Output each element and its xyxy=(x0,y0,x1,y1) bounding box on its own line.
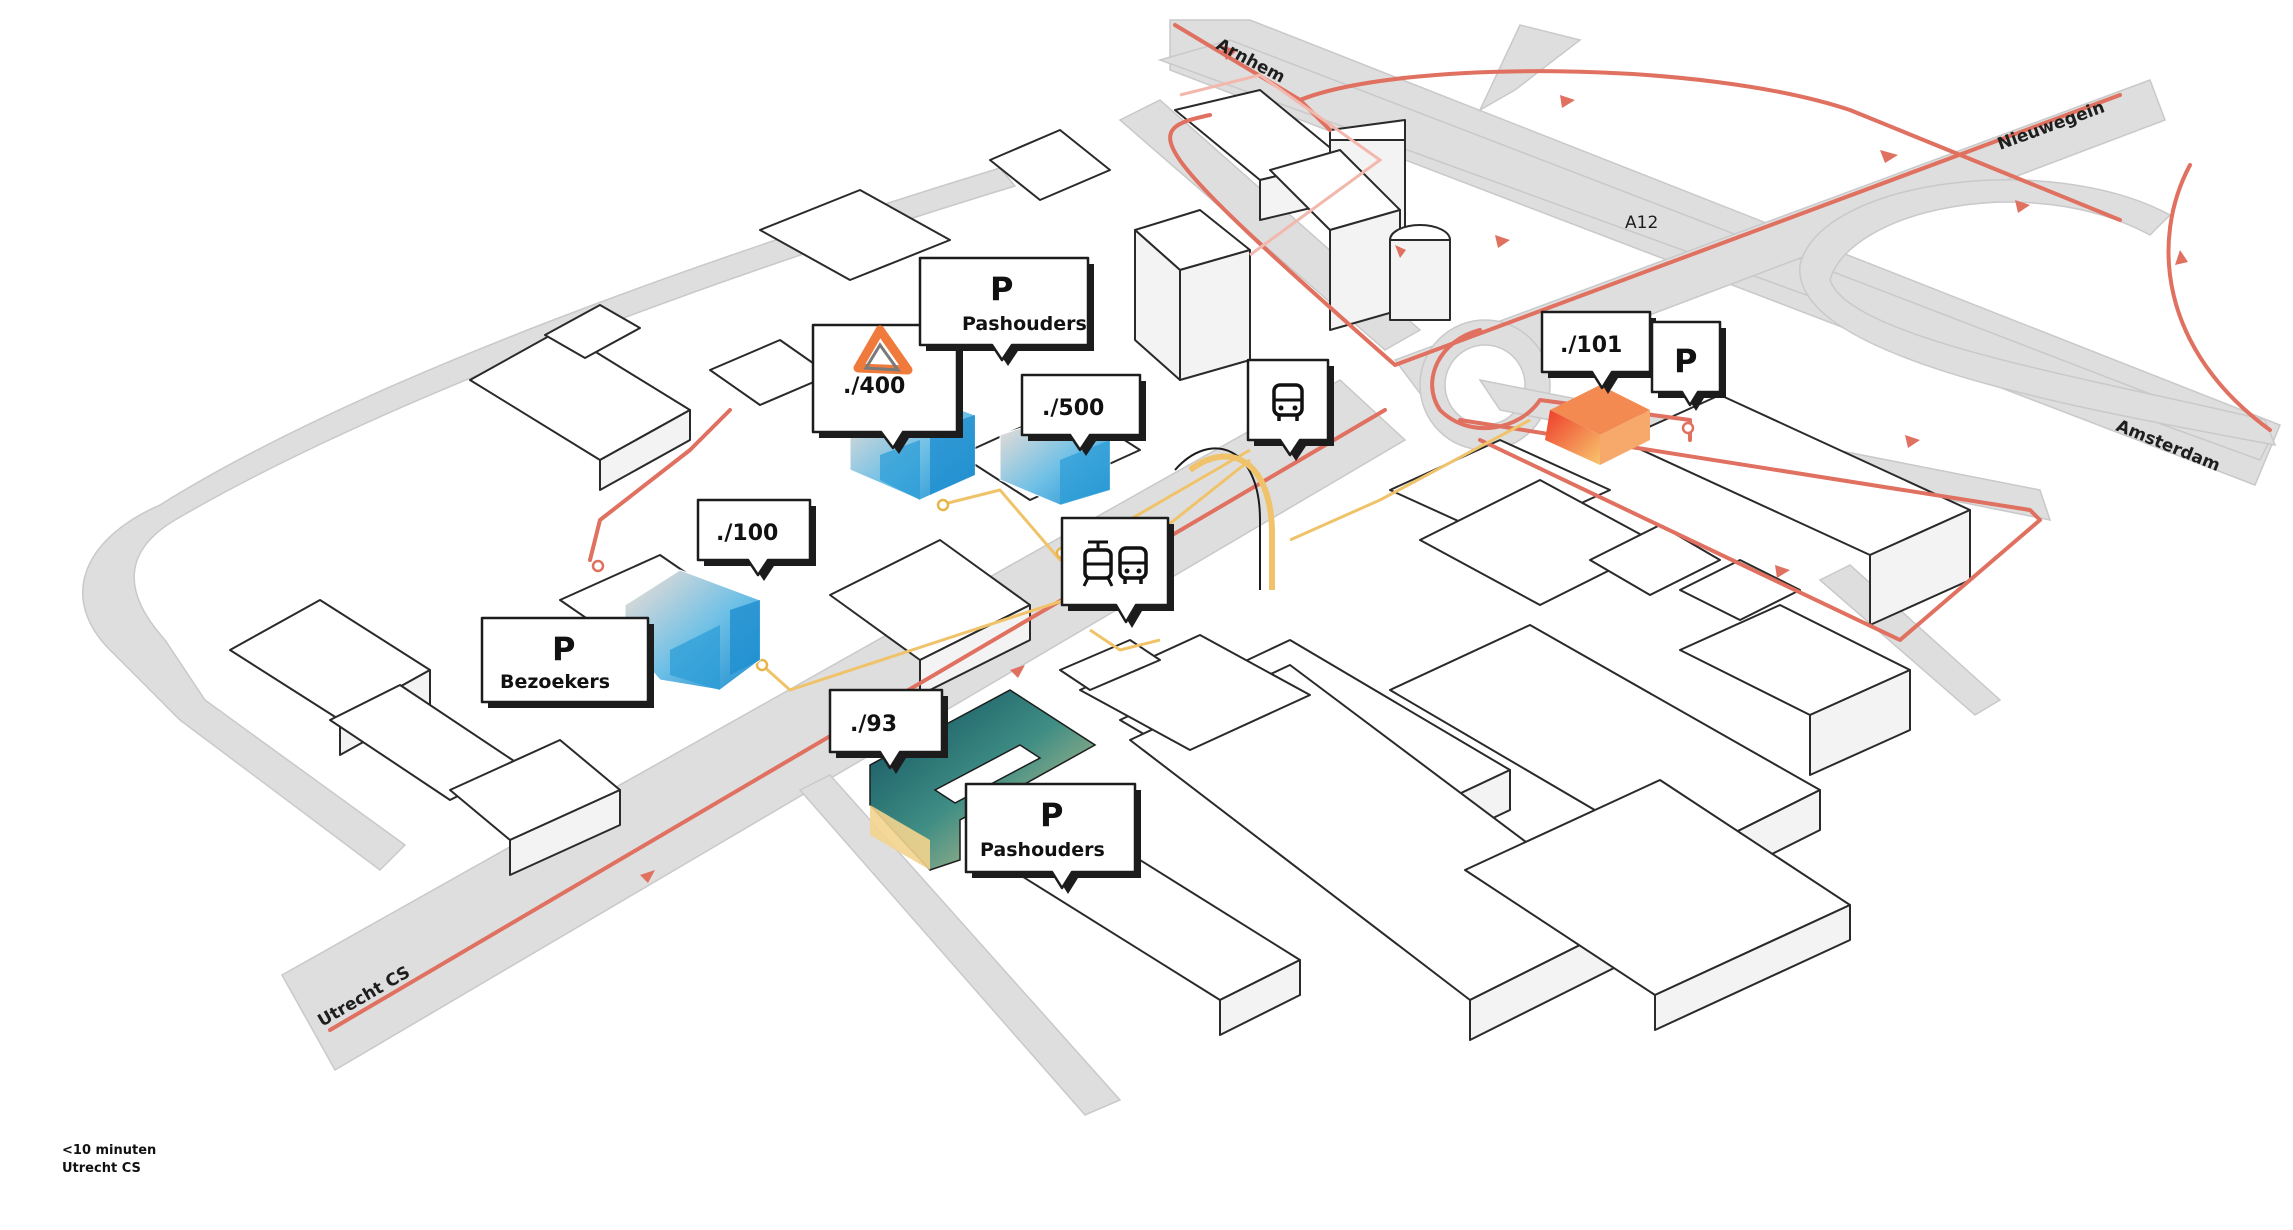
marker-400-label: ./400 xyxy=(843,374,905,399)
parking-p-letter: P xyxy=(552,630,575,668)
walk-93 xyxy=(1089,628,1161,652)
marker-93-label: ./93 xyxy=(850,712,897,737)
side-street-north xyxy=(1478,24,1582,112)
building-101[interactable] xyxy=(1545,385,1650,465)
walk-400 xyxy=(939,448,1251,562)
marker-500-label: ./500 xyxy=(1042,396,1104,421)
marker-tags: ./400 P Pashouders ./500 ./100 P Bezoeke… xyxy=(480,256,1726,894)
marker-101-label: ./101 xyxy=(1560,333,1622,358)
building-100[interactable] xyxy=(624,569,761,691)
walk-101 xyxy=(1289,418,1531,542)
legend-line-2: Utrecht CS xyxy=(62,1161,141,1176)
side-street-south xyxy=(798,774,1122,1116)
marker-bus-stop[interactable] xyxy=(1246,358,1334,461)
parking-p-letter: P xyxy=(990,270,1013,308)
marker-101[interactable]: ./101 xyxy=(1540,310,1656,394)
label-a12: A12 xyxy=(1625,213,1658,233)
marker-pashouders-top[interactable]: P Pashouders xyxy=(918,256,1094,366)
bus-icon xyxy=(1118,546,1148,584)
marker-100-label: ./100 xyxy=(716,521,778,546)
side-street-east xyxy=(1818,564,2002,716)
route-parking-visitors xyxy=(588,408,732,562)
marker-bezoekers[interactable]: P Bezoekers xyxy=(480,616,654,708)
marker-tram-bus-stop[interactable] xyxy=(1060,516,1174,628)
bus-icon xyxy=(1272,383,1304,421)
company-logo-icon xyxy=(853,325,913,375)
ring-road xyxy=(82,167,1017,871)
parking-p-letter: P xyxy=(1040,796,1063,834)
marker-pashouders-bottom[interactable]: P Pashouders xyxy=(964,782,1141,894)
tram-icon xyxy=(1082,540,1114,587)
route-soft-north xyxy=(1179,73,1383,257)
route-nieuwegein xyxy=(1168,93,2122,367)
marker-100[interactable]: ./100 xyxy=(696,498,816,581)
marker-93[interactable]: ./93 xyxy=(828,688,948,774)
parking-pashouders-label: Pashouders xyxy=(962,313,1087,335)
parking-p-letter: P xyxy=(1674,342,1697,380)
route-loop-roundabout xyxy=(1430,328,1692,442)
marker-400[interactable]: ./400 xyxy=(811,323,963,454)
legend: <10 minuten Utrecht CS xyxy=(62,1142,156,1178)
interchange-loop xyxy=(1799,179,2277,446)
parking-bezoekers-label: Bezoekers xyxy=(500,671,610,693)
marker-parking-101[interactable]: P xyxy=(1650,320,1726,411)
route-arnhem xyxy=(1173,23,2122,222)
parking-pashouders-label: Pashouders xyxy=(980,839,1105,861)
marker-500[interactable]: ./500 xyxy=(1020,373,1146,456)
route-amsterdam xyxy=(1458,163,2272,642)
legend-line-1: <10 minuten xyxy=(62,1143,157,1158)
